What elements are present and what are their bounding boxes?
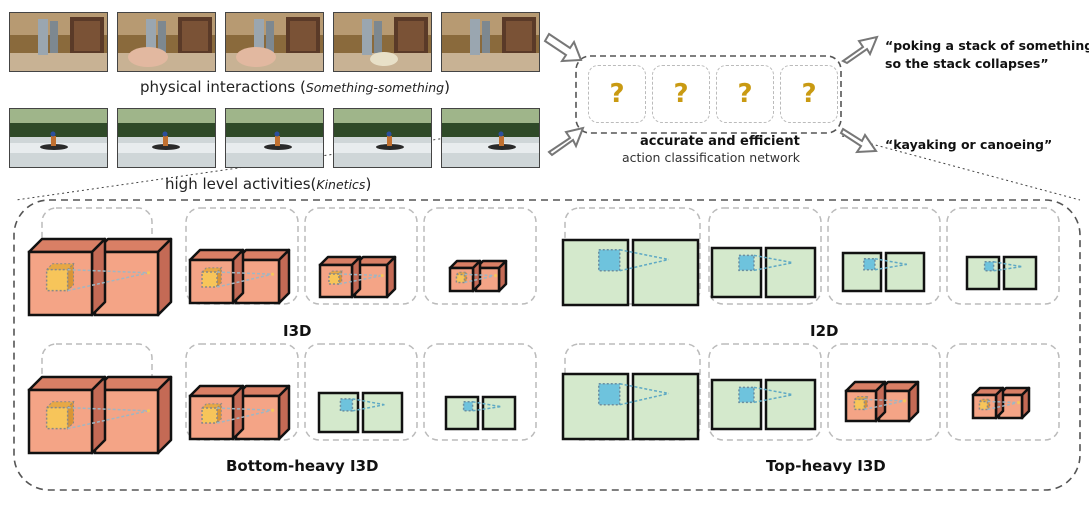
i3d-2-kernel bbox=[200, 266, 275, 289]
network-box bbox=[575, 55, 842, 134]
river-frame-image bbox=[442, 109, 539, 167]
indoor-video-frame-2 bbox=[117, 12, 216, 72]
question-slot-4: ? bbox=[780, 65, 838, 123]
module-box-8 bbox=[946, 207, 1060, 305]
question-slot-3: ? bbox=[716, 65, 774, 123]
indoor-video-frame-5 bbox=[441, 12, 540, 72]
i3d-3-cube-a bbox=[318, 255, 362, 299]
input-arrow-top bbox=[543, 32, 583, 63]
th-2-kernel bbox=[738, 386, 794, 404]
indoor-frame-image bbox=[334, 13, 431, 71]
i2d-3-square-a bbox=[841, 251, 883, 293]
zoom-connector-right bbox=[841, 135, 1081, 201]
module-box-15 bbox=[827, 343, 941, 441]
river-frame-image bbox=[226, 109, 323, 167]
input-arrow-bottom bbox=[547, 126, 585, 157]
th-1-kernel bbox=[598, 383, 669, 406]
i3d-1-cube-b bbox=[93, 237, 173, 317]
module-box-10 bbox=[185, 343, 299, 441]
river-video-frame-2 bbox=[117, 108, 216, 168]
river-frame-image bbox=[118, 109, 215, 167]
question-slot-1: ? bbox=[588, 65, 646, 123]
bh-3-kernel bbox=[339, 398, 385, 412]
i3d-4-cube-b bbox=[474, 259, 508, 293]
th-2-square-b bbox=[764, 378, 817, 431]
bh-2-kernel bbox=[200, 402, 275, 425]
activities-caption: high level activities(Kinetics) bbox=[165, 175, 371, 193]
i3d-3-kernel bbox=[327, 269, 384, 286]
network-subtitle: action classification network bbox=[622, 150, 801, 165]
river-frame-image bbox=[334, 109, 431, 167]
label-i3d: I3D bbox=[283, 322, 312, 340]
question-slot-2: ? bbox=[652, 65, 710, 123]
indoor-frame-image bbox=[10, 13, 107, 71]
module-box-11 bbox=[304, 343, 418, 441]
i3d-4-kernel bbox=[455, 270, 498, 284]
th-4-cube-b bbox=[997, 386, 1031, 420]
activities-caption-text: high level activities( bbox=[165, 175, 317, 193]
module-box-16 bbox=[946, 343, 1060, 441]
bh-4-square-b bbox=[481, 395, 517, 431]
physical-caption-close: ) bbox=[444, 78, 450, 96]
i2d-3-kernel bbox=[863, 257, 908, 271]
bh-4-kernel bbox=[462, 401, 501, 412]
i2d-2-square-b bbox=[764, 246, 817, 299]
river-video-frame-1 bbox=[9, 108, 108, 168]
i2d-3-square-b bbox=[884, 251, 926, 293]
output-label-2: “kayaking or canoeing” bbox=[885, 137, 1053, 152]
th-1-square-b bbox=[631, 372, 700, 441]
indoor-frame-image bbox=[118, 13, 215, 71]
module-box-2 bbox=[185, 207, 299, 305]
bh-3-square-b bbox=[361, 391, 404, 434]
indoor-video-frame-4 bbox=[333, 12, 432, 72]
label-top-heavy: Top-heavy I3D bbox=[766, 457, 886, 475]
i2d-4-kernel bbox=[983, 261, 1022, 272]
indoor-frame-image bbox=[442, 13, 539, 71]
indoor-frame-image bbox=[226, 13, 323, 71]
module-box-14 bbox=[708, 343, 822, 441]
river-video-frame-3 bbox=[225, 108, 324, 168]
i2d-1-square-b bbox=[631, 238, 700, 307]
label-i2d: I2D bbox=[810, 322, 839, 340]
module-box-6 bbox=[708, 207, 822, 305]
variants-container bbox=[13, 199, 1081, 491]
i3d-1-kernel bbox=[45, 262, 151, 292]
module-box-7 bbox=[827, 207, 941, 305]
output-arrow-top bbox=[841, 35, 879, 65]
output-arrow-bottom bbox=[839, 127, 878, 154]
label-bottom-heavy: Bottom-heavy I3D bbox=[226, 457, 379, 475]
river-video-frame-5 bbox=[441, 108, 540, 168]
physical-dataset: Something-something bbox=[305, 80, 445, 95]
indoor-video-frame-1 bbox=[9, 12, 108, 72]
activities-dataset: Kinetics bbox=[316, 177, 366, 192]
i2d-4-square-b bbox=[1002, 255, 1038, 291]
indoor-video-frame-3 bbox=[225, 12, 324, 72]
output-label-1-line2: so the stack collapses” bbox=[885, 56, 1049, 71]
physical-caption-text: physical interactions ( bbox=[140, 78, 306, 96]
i2d-2-kernel bbox=[738, 254, 794, 272]
output-label-1-line1: “poking a stack of something bbox=[885, 38, 1089, 53]
module-box-4 bbox=[423, 207, 537, 305]
module-box-3 bbox=[304, 207, 418, 305]
i2d-1-kernel bbox=[598, 249, 669, 272]
river-frame-image bbox=[10, 109, 107, 167]
th-3-kernel bbox=[853, 395, 907, 411]
th-4-kernel bbox=[978, 397, 1021, 411]
activities-caption-close: ) bbox=[365, 175, 372, 193]
module-box-12 bbox=[423, 343, 537, 441]
network-title: accurate and efficient bbox=[640, 134, 800, 149]
river-video-frame-4 bbox=[333, 108, 432, 168]
bh-2-cube-a bbox=[188, 384, 245, 441]
bh-1-kernel bbox=[45, 400, 151, 430]
physical-caption: physical interactions (Something-somethi… bbox=[140, 78, 450, 96]
bh-1-cube-b bbox=[93, 375, 173, 455]
